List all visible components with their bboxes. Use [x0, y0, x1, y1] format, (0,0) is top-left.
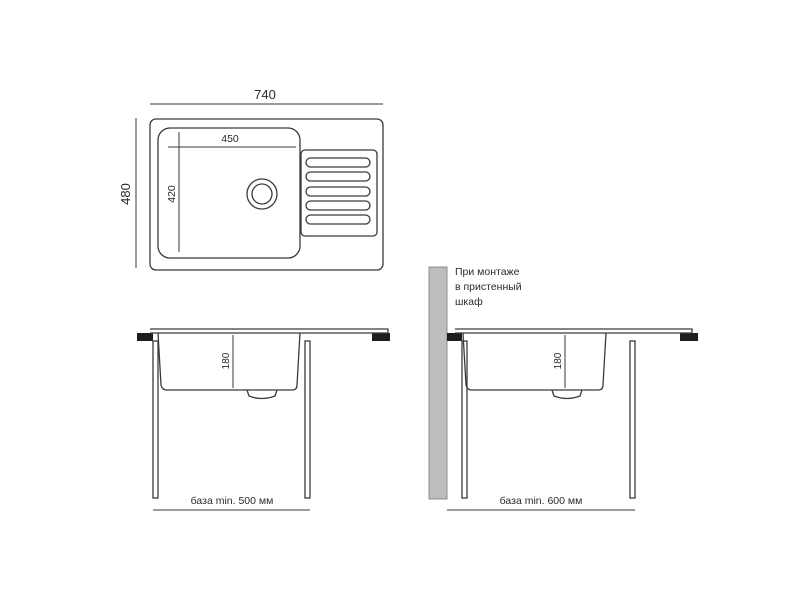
- section-wall-depth-label: 180: [553, 352, 564, 369]
- worktop-right: [372, 333, 390, 341]
- worktop-left: [137, 333, 153, 341]
- section-standard-depth-label: 180: [221, 352, 232, 369]
- drainer-rib: [305, 157, 371, 168]
- section-wall-base-label: база min. 600 мм: [500, 495, 583, 507]
- drain-inner: [251, 183, 273, 205]
- drainer-rib: [305, 171, 371, 182]
- worktop-right: [680, 333, 698, 341]
- cabinet-side-right: [304, 340, 311, 499]
- drain-spigot: [246, 389, 278, 400]
- bowl-profile: [462, 332, 607, 391]
- bowl-outline: [157, 127, 301, 259]
- drainer-rib: [305, 200, 371, 211]
- sink-outline: [149, 118, 384, 271]
- wall-note-line-1: При монтаже: [455, 266, 520, 278]
- wall-note-line-3: шкаф: [455, 296, 483, 308]
- sink-rim: [455, 328, 693, 334]
- section-standard: [137, 328, 390, 511]
- drain-outer: [246, 178, 278, 210]
- drainer-board: [300, 149, 378, 237]
- drainer-rib: [305, 214, 371, 225]
- bowl-width-label: 450: [221, 133, 239, 145]
- wall-note-line-2: в пристенный: [455, 281, 522, 293]
- height-label: 480: [118, 183, 133, 205]
- top-view: [135, 103, 384, 271]
- bowl-profile: [157, 332, 301, 391]
- cabinet-side-left: [152, 340, 159, 499]
- section-standard-base-label: база min. 500 мм: [191, 495, 274, 507]
- worktop-left: [447, 333, 462, 341]
- sink-rim: [150, 328, 389, 334]
- section-wall: [428, 266, 698, 511]
- drain-spigot: [551, 389, 583, 400]
- cabinet-side-right: [629, 340, 636, 499]
- bowl-height-label: 420: [166, 185, 178, 203]
- drainer-rib: [305, 186, 371, 197]
- cabinet-side-left: [461, 340, 468, 499]
- width-label: 740: [254, 87, 276, 102]
- wall: [428, 266, 448, 500]
